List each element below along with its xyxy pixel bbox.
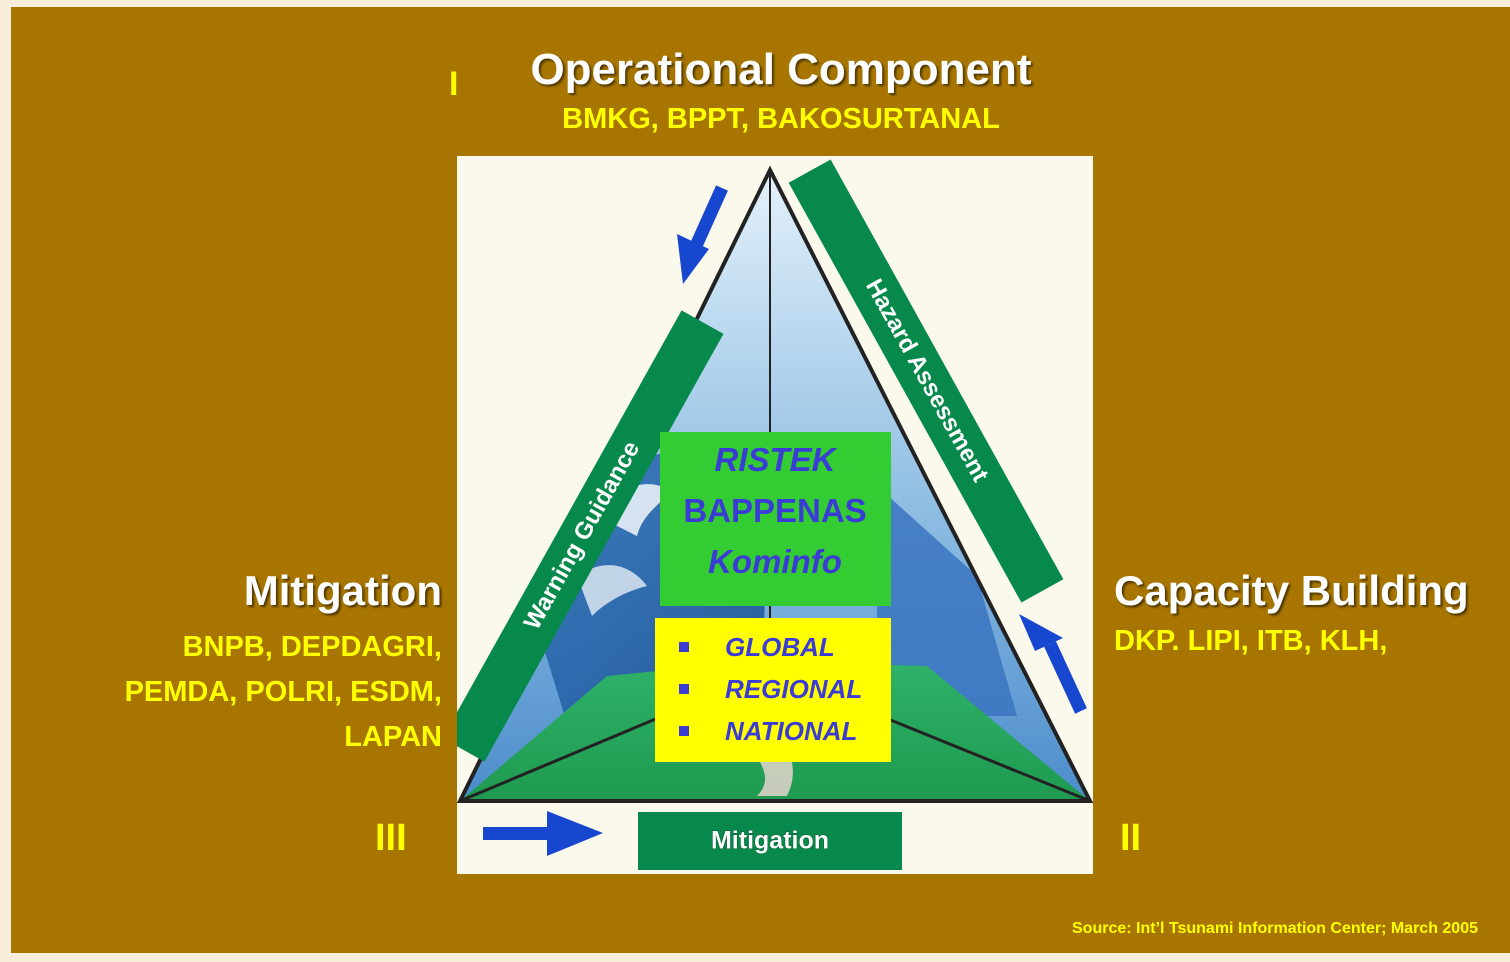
center-line-1: RISTEK	[714, 441, 837, 478]
level-regional: REGIONAL	[725, 674, 862, 704]
wave-foam-2	[577, 565, 647, 616]
center-line-3: Kominfo	[708, 543, 842, 580]
levels-box: GLOBAL REGIONAL NATIONAL	[655, 618, 891, 762]
band-mitigation-label: Mitigation	[711, 827, 829, 855]
mitigation-agencies-line-1: BNPB, DEPDAGRI,	[182, 631, 442, 663]
mitigation-agencies: BNPB, DEPDAGRI, PEMDA, POLRI, ESDM, LAPA…	[125, 625, 442, 760]
operational-title: Operational Component	[530, 45, 1032, 94]
mitigation-agencies-line-2: PEMDA, POLRI, ESDM,	[124, 676, 442, 708]
numeral-ii: II	[1120, 817, 1142, 859]
bullet-icon	[679, 684, 689, 694]
arrow-top-icon	[677, 185, 728, 284]
mitigation-agencies-line-3: LAPAN	[344, 721, 442, 753]
triangle-diagram: Warning Guidance Hazard Assessment Mitig…	[457, 156, 1093, 874]
mountain-shape	[877, 486, 1017, 716]
numeral-i: I	[449, 65, 459, 103]
level-global: GLOBAL	[725, 632, 835, 662]
numeral-iii: III	[375, 817, 407, 859]
capacity-agencies: DKP. LIPI, ITB, KLH,	[1114, 625, 1388, 657]
center-line-2: BAPPENAS	[683, 492, 866, 529]
mitigation-title: Mitigation	[243, 567, 442, 614]
band-mitigation: Mitigation	[638, 812, 902, 870]
slide: Operational Component BMKG, BPPT, BAKOSU…	[11, 7, 1510, 953]
capacity-title: Capacity Building	[1114, 567, 1469, 614]
bullet-icon	[679, 726, 689, 736]
source-citation: Source: Int’l Tsunami Information Center…	[1072, 920, 1478, 937]
operational-agencies: BMKG, BPPT, BAKOSURTANAL	[562, 103, 1000, 135]
center-agencies-box: RISTEK BAPPENAS Kominfo	[660, 432, 891, 606]
arrow-right-icon	[1019, 614, 1087, 714]
arrow-bottom-icon	[483, 811, 603, 856]
level-national: NATIONAL	[725, 716, 857, 746]
bullet-icon	[679, 642, 689, 652]
